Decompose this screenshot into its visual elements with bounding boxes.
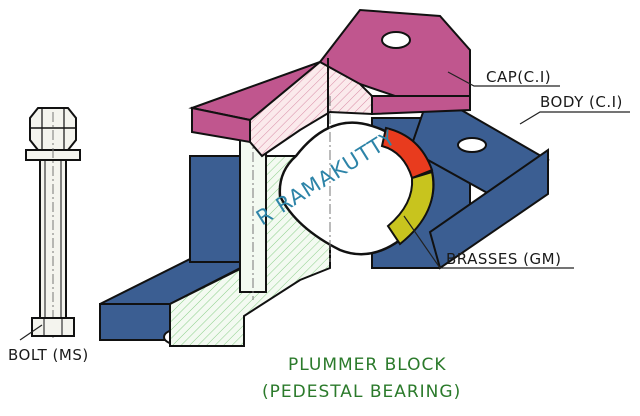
body-label: BODY (C.I)	[540, 93, 623, 111]
title-line-1: PLUMMER BLOCK	[288, 355, 447, 375]
bolt-label: BOLT (MS)	[8, 346, 89, 364]
brasses-part	[278, 96, 435, 262]
cap-label: CAP(C.I)	[486, 68, 551, 86]
cap-part	[188, 8, 471, 158]
bolt	[25, 107, 81, 338]
brasses-label: BRASSES (GM)	[446, 250, 561, 268]
title-line-2: (PEDESTAL BEARING)	[262, 382, 461, 402]
leader-lines	[19, 71, 630, 341]
bolt-nut	[31, 317, 75, 337]
